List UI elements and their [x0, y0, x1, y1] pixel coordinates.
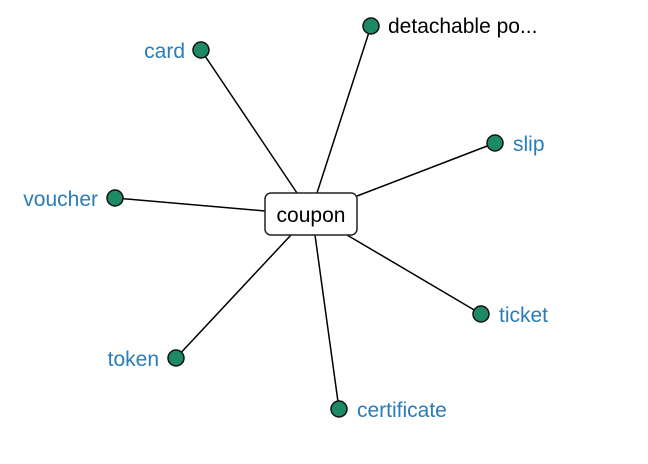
node-label-slip[interactable]: slip	[513, 133, 545, 156]
edge-card	[200, 49, 298, 194]
node-label-detachable-po: detachable po...	[388, 15, 537, 38]
edges-layer	[114, 25, 496, 410]
node-slip[interactable]: slip	[486, 133, 545, 156]
nodes-layer: card detachable po... slip voucher ticket tok…	[23, 15, 548, 422]
edge-ticket	[346, 234, 482, 315]
node-dot-ticket[interactable]	[472, 305, 490, 323]
node-dot-detachable-po[interactable]	[362, 17, 380, 35]
node-label-token[interactable]: token	[108, 348, 159, 371]
node-label-card[interactable]: card	[144, 40, 185, 63]
edge-slip	[356, 142, 496, 197]
node-label-voucher[interactable]: voucher	[23, 188, 98, 211]
node-dot-card[interactable]	[192, 41, 210, 59]
edge-token	[175, 234, 292, 359]
node-label-certificate[interactable]: certificate	[357, 399, 447, 422]
center-node[interactable]: coupon	[264, 192, 358, 236]
edge-detachable-po	[316, 25, 372, 194]
center-node-box[interactable]	[264, 192, 358, 236]
node-card[interactable]: card	[144, 40, 210, 63]
node-dot-certificate[interactable]	[330, 400, 348, 418]
node-dot-slip[interactable]	[486, 134, 504, 152]
node-label-ticket[interactable]: ticket	[499, 304, 548, 327]
node-certificate[interactable]: certificate	[330, 399, 447, 422]
node-dot-token[interactable]	[167, 349, 185, 367]
edge-voucher	[114, 197, 266, 212]
center-node-label: coupon	[277, 204, 346, 227]
edge-certificate	[314, 234, 340, 410]
node-token[interactable]: token	[108, 348, 185, 371]
node-detachable-po[interactable]: detachable po...	[362, 15, 537, 38]
node-ticket[interactable]: ticket	[472, 304, 548, 327]
node-dot-voucher[interactable]	[106, 189, 124, 207]
node-voucher[interactable]: voucher	[23, 188, 124, 211]
